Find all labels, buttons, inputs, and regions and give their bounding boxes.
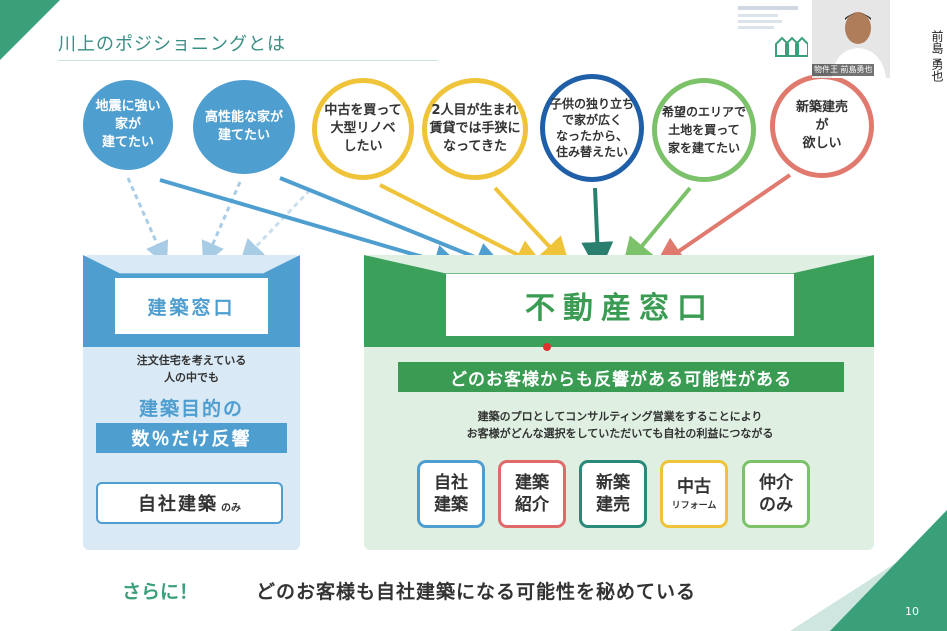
tile-used-reform: 中古 リフォーム <box>660 460 728 528</box>
bubble-buy-land: 希望のエリアで 土地を買って 家を建てたい <box>652 78 756 182</box>
slide-title: 川上のポジショニングとは <box>58 34 286 55</box>
left-result-suffix: のみ <box>221 502 241 514</box>
bubble-renovation: 中古を買って 大型リノベ したい <box>312 78 414 180</box>
laser-pointer-dot <box>543 343 551 351</box>
left-note: 注文住宅を考えている 人の中でも <box>136 354 247 384</box>
tile-brokerage-only: 仲介 のみ <box>742 460 810 528</box>
left-highlight-2: 数％だけ反響 <box>96 423 287 453</box>
left-result-box: 自社建築 のみ <box>96 482 283 524</box>
real-estate-window-label: 不動産窓口 <box>446 274 794 336</box>
tile-new-built-sale: 新築 建売 <box>579 460 647 528</box>
bottom-message: どのお客様も自社建築になる可能性を秘めている <box>256 581 697 603</box>
document-thumbnail <box>730 0 810 65</box>
speaker-name-tag: 物件王 前島勇也 <box>812 64 874 76</box>
bottom-prefix: さらに！ <box>122 581 199 603</box>
response-band: どのお客様からも反響がある可能性がある <box>398 362 844 392</box>
corner-accent-top-left <box>0 0 60 60</box>
house-logo-icon <box>775 36 808 57</box>
page-number: 10 <box>905 605 919 618</box>
bubble-earthquake: 地震に強い 家が 建てたい <box>83 80 173 170</box>
left-highlight-1: 建築目的の <box>138 398 244 420</box>
right-description: 建築のプロとしてコンサルティング営業をすることにより お客様がどんな選択をしてい… <box>466 410 774 440</box>
bubble-high-performance: 高性能な家が 建てたい <box>193 80 295 174</box>
bubble-new-built: 新築建売 が 欲しい <box>770 74 874 178</box>
bubble-second-child: 2人目が生まれ 賃貸では手狭に なってきた <box>422 78 528 180</box>
tile-construction-referral: 建築 紹介 <box>498 460 566 528</box>
title-divider <box>58 60 438 61</box>
vertical-speaker-name: 前島 勇也 <box>930 30 944 82</box>
architecture-window-label: 建築窓口 <box>115 278 268 334</box>
tile-own-construction: 自社 建築 <box>417 460 485 528</box>
bubble-downsizing: 子供の独り立ち で家が広く なったから、 住み替えたい <box>540 74 644 182</box>
left-result-main: 自社建築 <box>138 494 218 515</box>
